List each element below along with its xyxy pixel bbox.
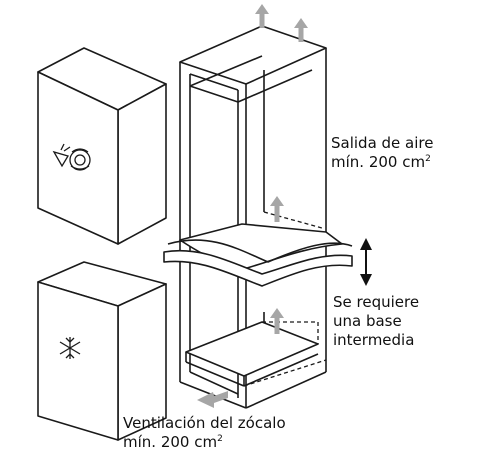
- housing-cabinet: [179, 25, 327, 409]
- base-line1: Se requiere: [333, 293, 420, 311]
- carrot-cabbage-icon: [52, 143, 91, 171]
- air-outlet-label: Salida de aire mín. 200 cm2: [331, 134, 433, 172]
- freezer-appliance: [37, 261, 167, 441]
- air-outlet-line2: mín. 200 cm2: [331, 153, 431, 171]
- dashed-shelf-edges: [243, 211, 327, 387]
- intermediate-base-label: Se requiere una base intermedia: [333, 293, 419, 350]
- plinth-ventilation-label: Ventilación del zócalo mín. 200 cm2: [123, 414, 286, 452]
- air-outlet-line1: Salida de aire: [331, 134, 434, 152]
- arrow-up-icon: [197, 4, 308, 408]
- base-line3: intermedia: [333, 331, 415, 349]
- vent-line2: mín. 200 cm2: [123, 433, 223, 451]
- intermediate-base: [163, 223, 353, 287]
- fridge-appliance: [37, 47, 167, 245]
- vent-line1: Ventilación del zócalo: [123, 414, 286, 432]
- snowflake-icon: [59, 337, 81, 359]
- base-line2: una base: [333, 312, 402, 330]
